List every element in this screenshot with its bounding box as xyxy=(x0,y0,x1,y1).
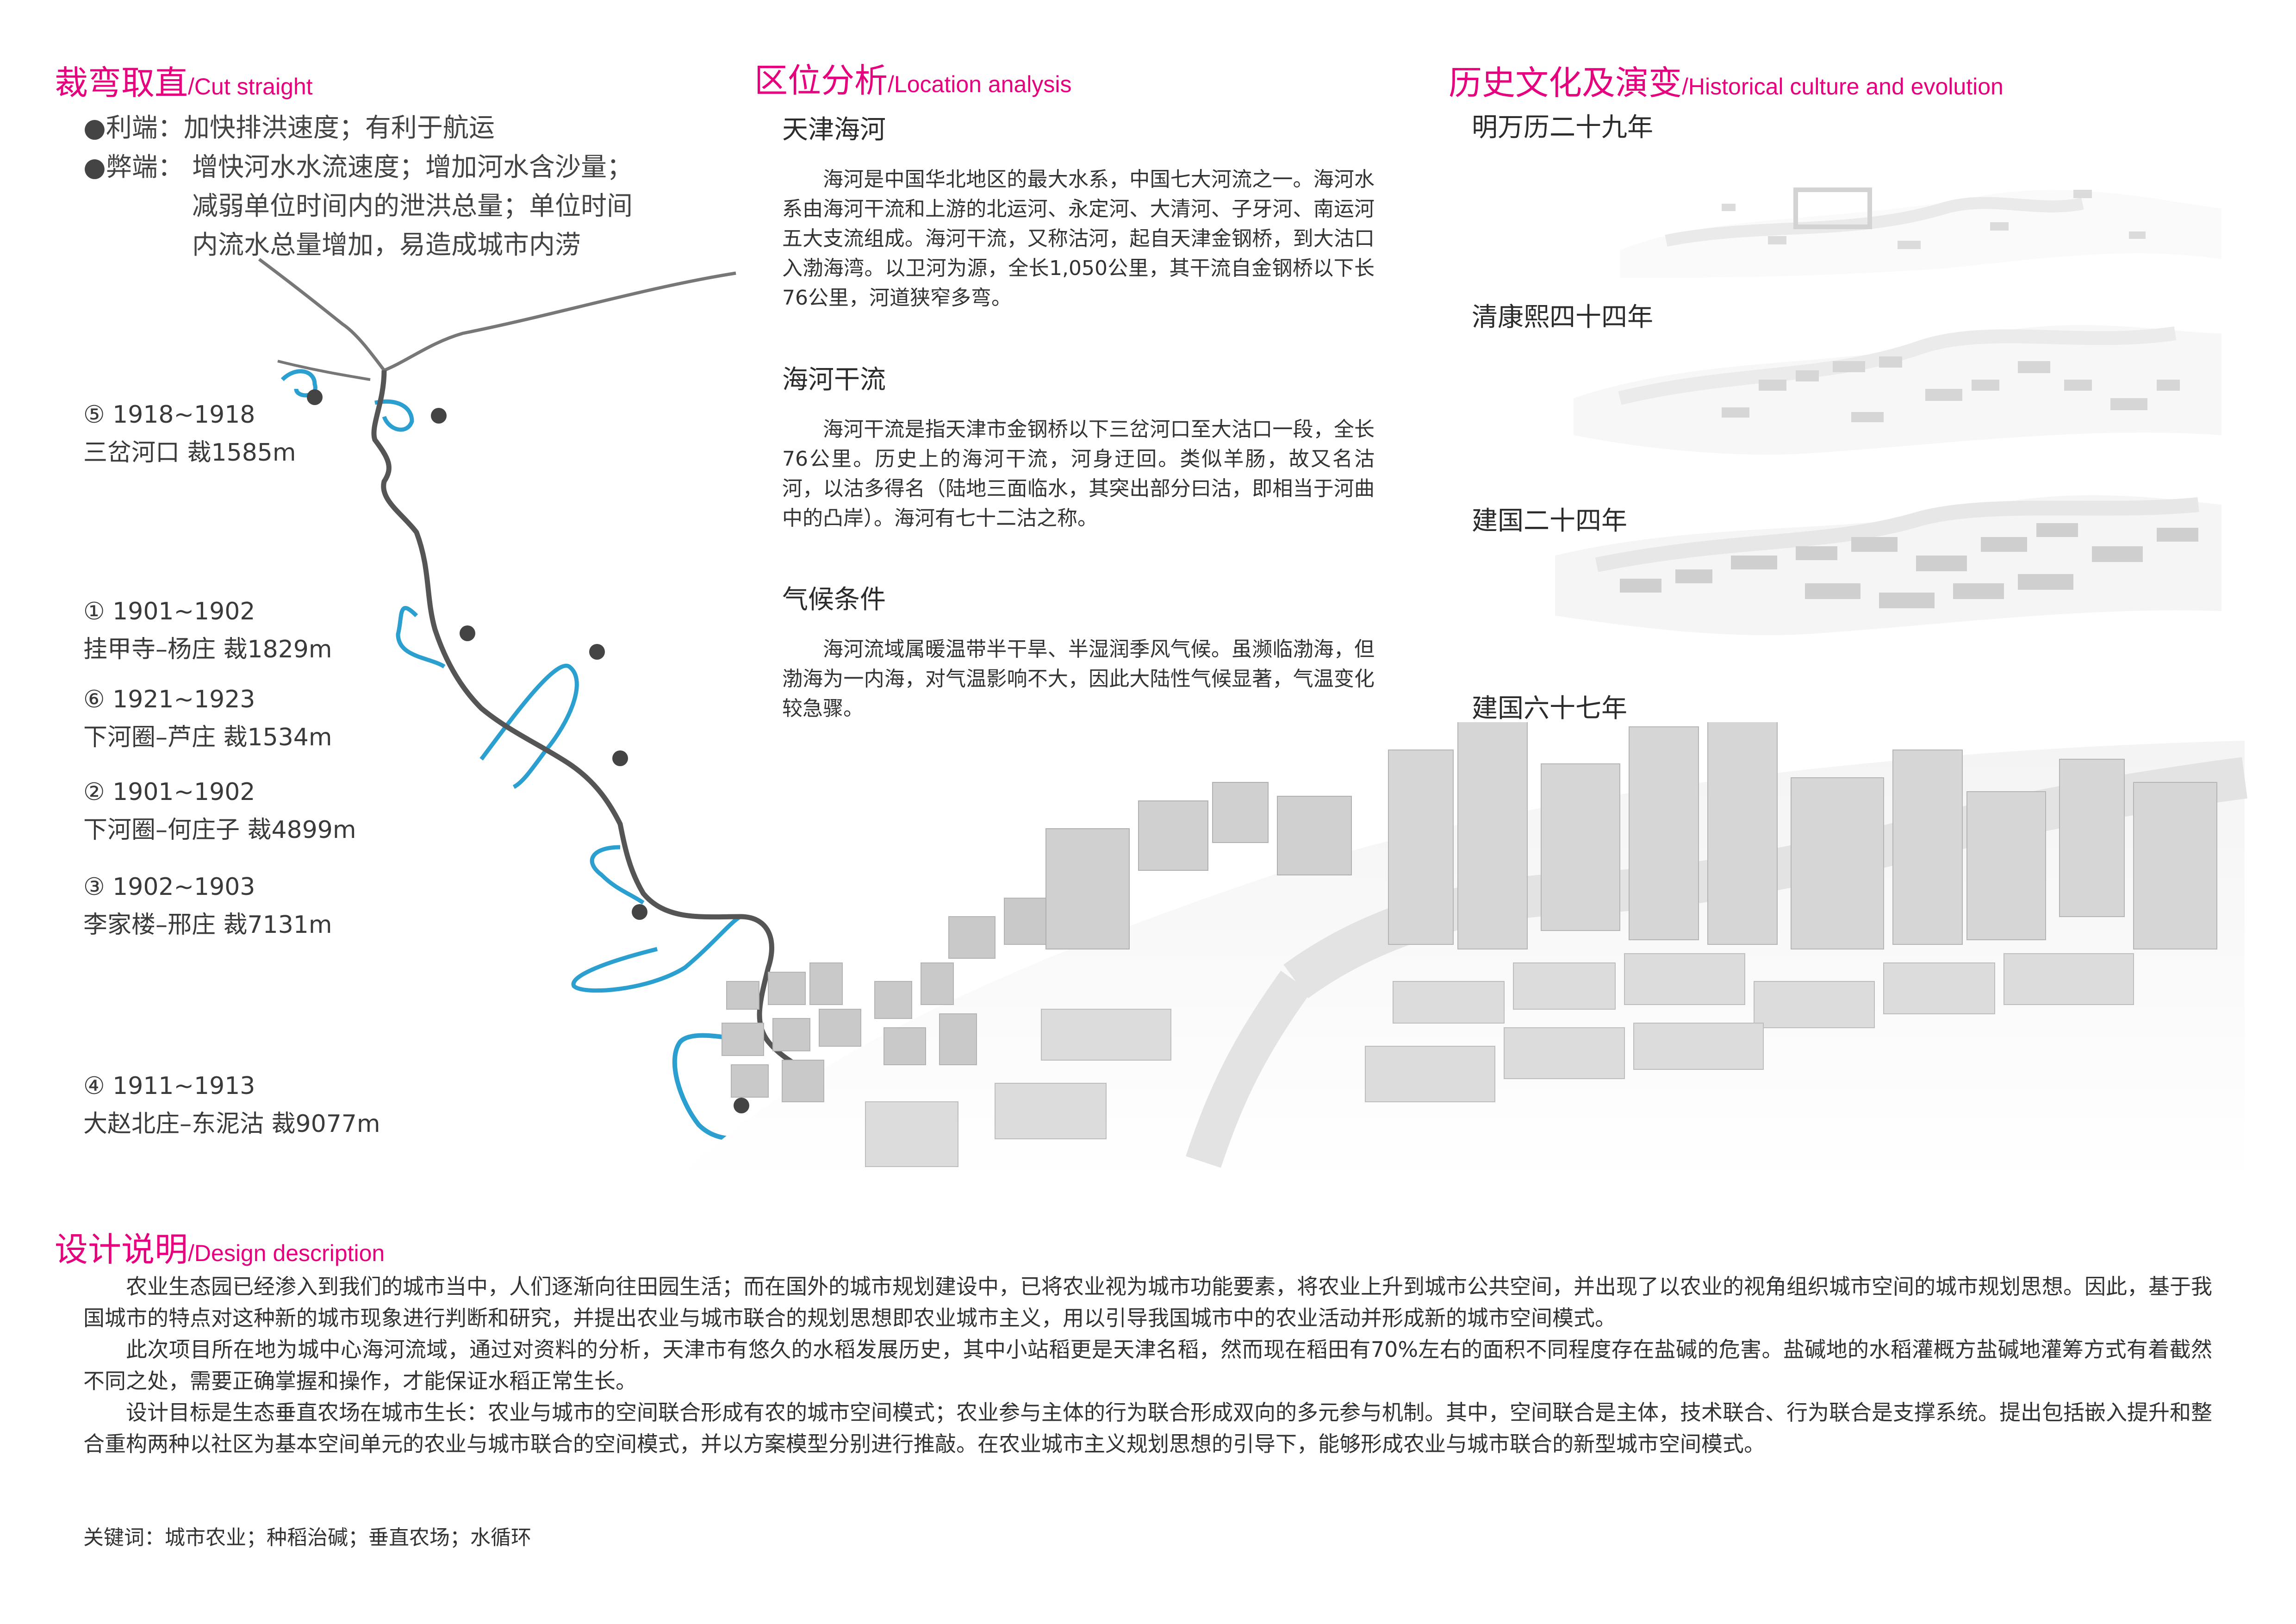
era-layer-qing xyxy=(1574,325,2221,455)
design-body: 农业生态园已经渗入到我们的城市当中，人们逐渐向往田园生活；而在国外的城市规划建设… xyxy=(83,1271,2212,1460)
meander-cut-6 xyxy=(479,663,579,789)
design-title-zh: 设计说明 xyxy=(55,1230,188,1269)
meander-cut-2 xyxy=(590,845,645,905)
cut-name: 挂甲寺–杨庄 裁1829m xyxy=(83,636,332,663)
history-title: 历史文化及演变/Historical culture and evolution xyxy=(1449,56,2004,104)
location-section-1: 天津海河 海河是中国华北地区的最大水系，中国七大河流之一。海河水系由海河干流和上… xyxy=(782,109,1375,313)
cut-marker xyxy=(734,1098,749,1113)
cut-marker xyxy=(307,389,323,405)
cons-label: ●弊端： xyxy=(83,152,184,182)
cut-straight-title: 裁弯取直/Cut straight xyxy=(55,56,313,104)
history-title-zh: 历史文化及演变 xyxy=(1449,63,1682,102)
cut-marker xyxy=(460,625,475,641)
location-text: 海河是中国华北地区的最大水系，中国七大河流之一。海河水系由海河干流和上游的北运河… xyxy=(782,168,1375,310)
cut-item-3: ③ 1902~1903 李家楼–邢庄 裁7131m xyxy=(83,868,332,944)
cons-line: 减弱单位时间内的泄洪总量；单位时间 xyxy=(192,191,633,221)
cut-marker xyxy=(612,750,628,766)
towers-mid xyxy=(1045,782,1352,949)
river-branch xyxy=(1186,970,1311,1168)
era-label-ming: 明万历二十九年 xyxy=(1472,112,1653,143)
city-3d-model xyxy=(671,722,2247,1185)
cut-name: 下河圈–芦庄 裁1534m xyxy=(83,724,332,751)
cut-period: ② 1901~1902 xyxy=(83,778,255,806)
cut-straight-title-zh: 裁弯取直 xyxy=(55,63,188,102)
location-text: 海河流域属暖温带半干旱、半湿润季风气候。虽濒临渤海，但渤海为一内海，对气温影响不… xyxy=(782,637,1375,720)
design-title-en: /Design description xyxy=(188,1240,385,1266)
cut-item-4: ④ 1911~1913 大赵北庄–东泥沽 裁9077m xyxy=(83,1067,380,1143)
meander-cut-5 xyxy=(280,369,414,432)
cut-item-1: ① 1901~1902 挂甲寺–杨庄 裁1829m xyxy=(83,593,332,668)
era-layer-modern-1 xyxy=(1555,495,2221,635)
buildings-west xyxy=(722,898,1056,1102)
era-label-2016: 建国六十七年 xyxy=(1472,693,1627,724)
cut-marker xyxy=(431,408,447,424)
cut-marker xyxy=(589,644,605,660)
location-title: 区位分析/Location analysis xyxy=(754,53,1071,102)
history-title-en: /Historical culture and evolution xyxy=(1682,74,2004,100)
tributary-west xyxy=(277,360,371,381)
cut-period: ⑥ 1921~1923 xyxy=(83,686,255,713)
cut-period: ① 1901~1902 xyxy=(83,598,255,625)
cons-block: ●弊端： 增快河水水流速度；增加河水含沙量； 减弱单位时间内的泄洪总量；单位时间… xyxy=(83,148,708,265)
location-title-zh: 区位分析 xyxy=(754,61,888,100)
design-paragraph: 此次项目所在地为城中心海河流域，通过对资料的分析，天津市有悠久的水稻发展历史，其… xyxy=(83,1337,2212,1393)
cut-item-5: ⑤ 1918~1918 三岔河口 裁1585m xyxy=(83,396,296,472)
design-paragraph: 农业生态园已经渗入到我们的城市当中，人们逐渐向往田园生活；而在国外的城市规划建设… xyxy=(83,1274,2212,1330)
meander-cut-1 xyxy=(396,606,446,668)
era-layer-ming xyxy=(1620,187,2221,278)
design-paragraph: 设计目标是生态垂直农场在城市生长：农业与城市的空间联合形成有农的城市空间模式；农… xyxy=(83,1400,2212,1456)
towers-east xyxy=(1388,722,2217,949)
cons-lines: 增快河水水流速度；增加河水含沙量； 减弱单位时间内的泄洪总量；单位时间 内流水总… xyxy=(192,148,708,265)
design-title: 设计说明/Design description xyxy=(55,1222,385,1271)
location-section-2: 海河干流 海河干流是指天津市金钢桥以下三岔河口至大沽口一段，全长76公里。历史上… xyxy=(782,359,1375,533)
location-section-3: 气候条件 海河流域属暖温带半干旱、半湿润季风气候。虽濒临渤海，但渤海为一内海，对… xyxy=(782,579,1375,724)
cut-period: ④ 1911~1913 xyxy=(83,1072,255,1100)
cut-name: 三岔河口 裁1585m xyxy=(83,439,296,467)
keywords: 关键词：城市农业；种稻治碱；垂直农场；水循环 xyxy=(83,1526,531,1549)
cut-period: ⑤ 1918~1918 xyxy=(83,401,255,429)
location-heading: 天津海河 xyxy=(782,115,886,145)
cut-straight-title-en: /Cut straight xyxy=(188,74,313,100)
low-blocks xyxy=(865,953,2134,1167)
cut-name: 李家楼–邢庄 裁7131m xyxy=(83,911,332,939)
cut-period: ③ 1902~1903 xyxy=(83,873,255,901)
tributary-north xyxy=(258,258,386,372)
meander-cut-3 xyxy=(571,914,742,993)
location-heading: 气候条件 xyxy=(782,585,886,615)
cut-name: 大赵北庄–东泥沽 裁9077m xyxy=(83,1110,380,1138)
pros-text: 加快排洪速度；有利于航运 xyxy=(183,113,495,143)
pros-label: ●利端： xyxy=(83,113,184,143)
tributary-northeast xyxy=(383,271,736,372)
cut-item-2: ② 1901~1902 下河圈–何庄子 裁4899m xyxy=(83,773,356,849)
era-label-qing: 清康熙四十四年 xyxy=(1472,302,1653,332)
history-layers-illustration xyxy=(1555,187,2221,635)
cut-marker xyxy=(632,904,647,920)
cut-item-6: ⑥ 1921~1923 下河圈–芦庄 裁1534m xyxy=(83,681,332,756)
location-heading: 海河干流 xyxy=(782,365,886,395)
location-title-en: /Location analysis xyxy=(888,71,1072,97)
era-label-1973: 建国二十四年 xyxy=(1472,506,1627,536)
location-text: 海河干流是指天津市金钢桥以下三岔河口至大沽口一段，全长76公里。历史上的海河干流… xyxy=(782,418,1375,530)
pros-row: ●利端：加快排洪速度；有利于航运 xyxy=(83,109,708,148)
cons-line: 增快河水水流速度；增加河水含沙量； xyxy=(192,152,633,182)
cut-name: 下河圈–何庄子 裁4899m xyxy=(83,816,356,844)
cons-line: 内流水总量增加，易造成城市内涝 xyxy=(192,230,581,260)
